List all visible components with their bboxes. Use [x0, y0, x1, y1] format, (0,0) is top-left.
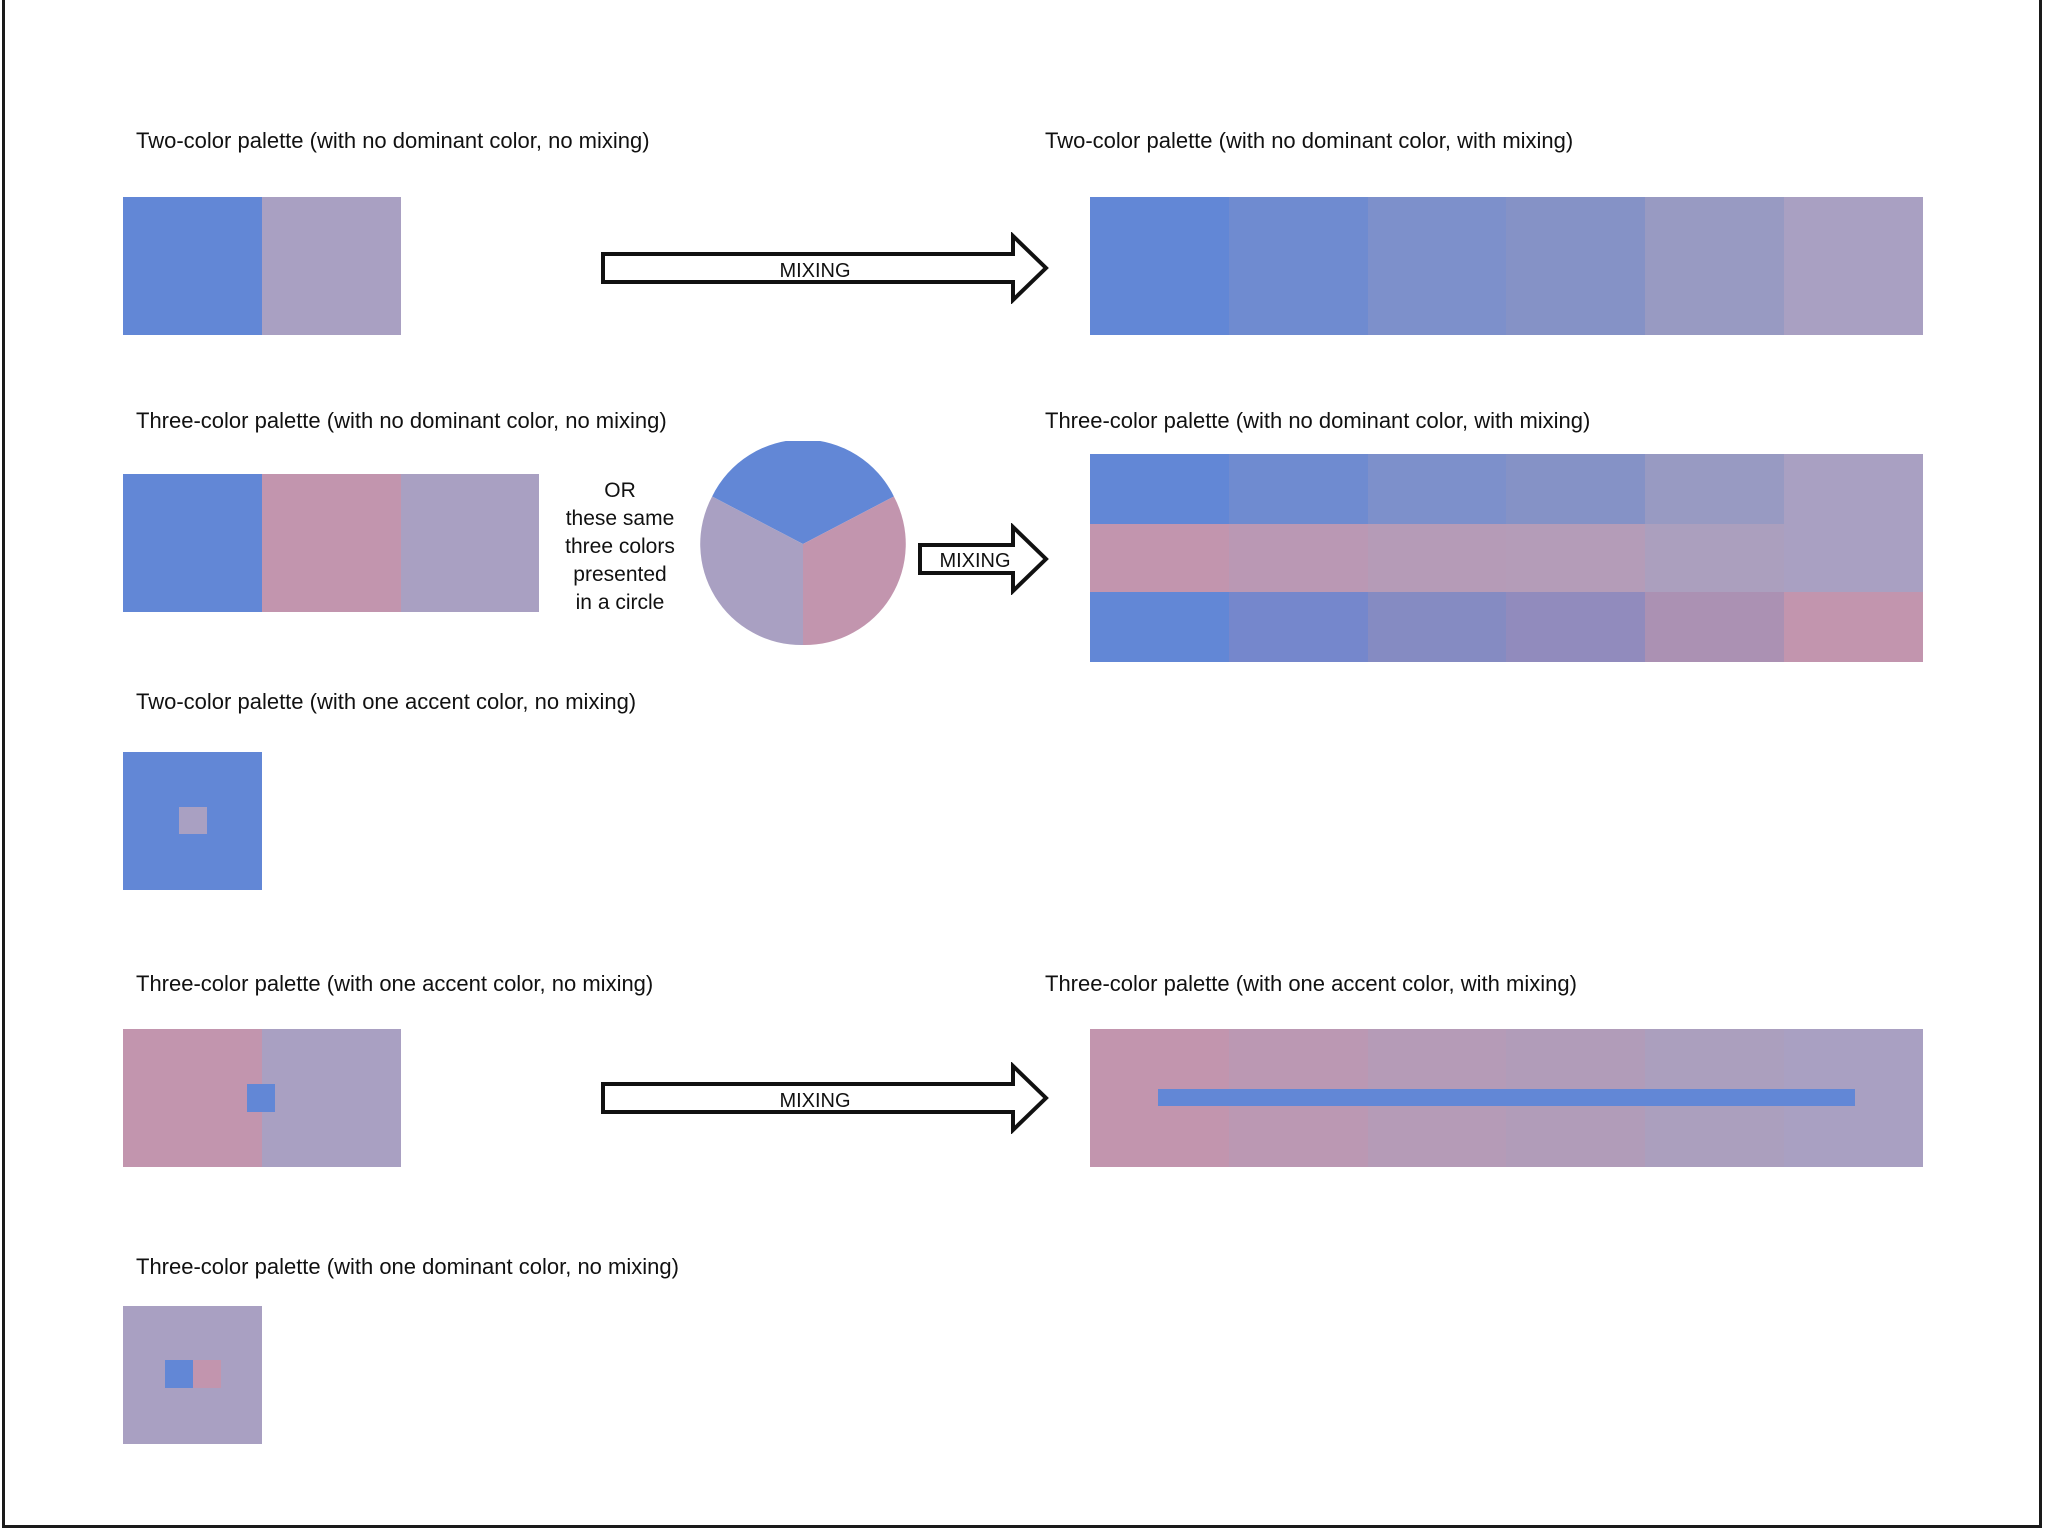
accent-pink	[193, 1360, 221, 1388]
label-three-no-dominant-mixing: Three-color palette (with no dominant co…	[1045, 408, 1591, 433]
mix-step-swatch	[1367, 197, 1507, 335]
mix-step-swatch	[1645, 197, 1785, 335]
mixing-arrow-label: MIXING	[779, 260, 850, 282]
pie-slice-pink	[803, 496, 906, 646]
mixing-arrow-3: MIXING	[601, 1062, 1049, 1134]
or-note: OR these same three colors presented in …	[555, 477, 685, 617]
pie-slice-lavender	[700, 496, 803, 646]
three-color-pie	[700, 441, 906, 646]
mix-step-swatch	[1228, 592, 1368, 662]
mix-step-swatch	[1228, 454, 1368, 524]
mix-step-swatch	[1367, 524, 1507, 592]
mix-step-swatch	[1367, 592, 1507, 662]
label-two-no-dominant-mixing: Two-color palette (with no dominant colo…	[1045, 128, 1574, 153]
accent-mixing-strip	[1090, 1029, 1923, 1167]
label-two-no-dominant-no-mixing: Two-color palette (with no dominant colo…	[136, 128, 650, 153]
mix-step-swatch	[1090, 454, 1229, 524]
accent-blue	[165, 1360, 193, 1388]
or-note-line: presented	[573, 563, 667, 586]
swatch-blue	[123, 474, 262, 612]
label-three-dominant-no-mixing: Three-color palette (with one dominant c…	[136, 1254, 679, 1279]
three-color-mixing-grid	[1090, 454, 1923, 662]
mix-step-swatch	[1784, 524, 1923, 592]
label-three-no-dominant-no-mixing: Three-color palette (with no dominant co…	[136, 408, 667, 433]
pie-slice-blue	[712, 441, 894, 544]
label-three-accent-mixing: Three-color palette (with one accent col…	[1045, 971, 1577, 996]
mix-step-swatch	[1090, 197, 1229, 335]
mix-row-blue-lavender	[1090, 454, 1923, 524]
mix-step-swatch	[1506, 197, 1646, 335]
mixing-arrow-2: MIXING	[918, 523, 1049, 595]
label-two-accent-no-mixing: Two-color palette (with one accent color…	[136, 689, 637, 714]
mix-step-swatch	[1506, 454, 1646, 524]
mixing-arrow-label: MIXING	[939, 550, 1010, 572]
mix-step-swatch	[1090, 524, 1229, 592]
swatch-blue	[123, 197, 262, 335]
mix-step-swatch	[1784, 197, 1923, 335]
accent-blue-bar	[1158, 1089, 1855, 1106]
mix-step-swatch	[1784, 592, 1923, 662]
mix-step-swatch	[1645, 454, 1785, 524]
mix-step-swatch	[1645, 592, 1785, 662]
or-note-line: these same	[565, 507, 675, 530]
two-color-mixing-strip	[1090, 197, 1923, 335]
label-three-accent-no-mixing: Three-color palette (with one accent col…	[136, 971, 654, 996]
mix-row-pink-lavender	[1090, 524, 1923, 592]
swatch-pink	[123, 1029, 262, 1167]
swatch-lavender	[401, 474, 539, 612]
or-note-line: three colors	[565, 535, 675, 558]
mix-step-swatch	[1367, 454, 1507, 524]
swatch-pink	[262, 474, 401, 612]
mix-step-swatch	[1090, 592, 1229, 662]
mix-step-swatch	[1506, 592, 1646, 662]
mix-step-swatch	[1228, 197, 1368, 335]
mix-step-swatch	[1506, 524, 1646, 592]
mix-row-blue-pink	[1090, 592, 1923, 662]
swatch-lavender	[262, 1029, 401, 1167]
swatch-lavender	[262, 197, 401, 335]
mix-step-swatch	[1645, 524, 1785, 592]
or-note-line: in a circle	[575, 591, 665, 614]
accent-blue	[247, 1084, 275, 1112]
mixing-arrow-1: MIXING	[601, 232, 1049, 304]
accent-lavender	[179, 807, 207, 834]
or-note-line: OR	[604, 479, 636, 502]
mixing-arrow-label: MIXING	[779, 1090, 850, 1112]
mix-step-swatch	[1228, 524, 1368, 592]
mix-step-swatch	[1784, 454, 1923, 524]
